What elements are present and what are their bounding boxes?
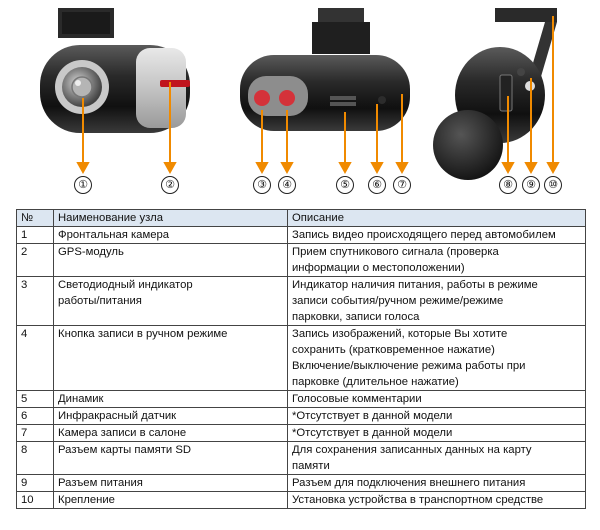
description-line: Индикатор наличия питания, работы в режи…	[292, 279, 538, 291]
description-line: памяти	[292, 460, 330, 472]
description-line: парковки, записи голоса	[292, 311, 420, 323]
callout-5: ⑤	[336, 176, 354, 194]
table-header-row: № Наименование узла Описание	[16, 209, 586, 227]
part-name: Разъем питания	[53, 474, 288, 492]
description-line: Прием спутникового сигнала (проверка	[292, 246, 499, 258]
device-illustration	[40, 8, 560, 180]
callout-2: ②	[161, 176, 179, 194]
back-view	[433, 8, 557, 180]
header-description: Описание	[287, 209, 586, 227]
row-number: 1	[16, 226, 54, 244]
callout-9: ⑨	[522, 176, 540, 194]
row-number: 4	[16, 325, 54, 391]
part-name: Динамик	[53, 390, 288, 408]
description-line: информации о местоположении)	[292, 262, 465, 274]
description-line: *Отсутствует в данной модели	[292, 427, 453, 439]
row-number: 7	[16, 424, 54, 442]
part-description: *Отсутствует в данной модели	[287, 424, 586, 442]
row-number: 5	[16, 390, 54, 408]
callout-8: ⑧	[499, 176, 517, 194]
row-number: 8	[16, 441, 54, 475]
callout-10: ⑩	[544, 176, 562, 194]
description-line: Запись изображений, которые Вы хотите	[292, 328, 508, 340]
description-line: *Отсутствует в данной модели	[292, 410, 453, 422]
part-description: Голосовые комментарии	[287, 390, 586, 408]
callout-leaders	[76, 16, 560, 175]
description-line: Установка устройства в транспортном сред…	[292, 494, 544, 506]
callout-7: ⑦	[393, 176, 411, 194]
side-view	[240, 8, 410, 131]
part-name: Инфракрасный датчик	[53, 407, 288, 425]
description-line: Голосовые комментарии	[292, 393, 422, 405]
callout-6: ⑥	[368, 176, 386, 194]
description-line: парковке (длительное нажатие)	[292, 376, 459, 388]
part-description: Запись видео происходящего перед автомоб…	[287, 226, 586, 244]
part-description: Прием спутникового сигнала (проверка инфо…	[287, 243, 586, 277]
row-number: 3	[16, 276, 54, 326]
callout-1: ①	[74, 176, 92, 194]
part-name: Фронтальная камера	[53, 226, 288, 244]
row-number: 10	[16, 491, 54, 509]
front-view	[40, 8, 190, 133]
description-line: сохранить (кратковременное нажатие)	[292, 344, 495, 356]
description-line: записи события/ручном режиме/режиме	[292, 295, 504, 307]
part-description: Установка устройства в транспортном сред…	[287, 491, 586, 509]
callout-3: ③	[253, 176, 271, 194]
row-number: 6	[16, 407, 54, 425]
part-name: Разъем карты памяти SD	[53, 441, 288, 475]
part-name: GPS-модуль	[53, 243, 288, 277]
description-line: Включение/выключение режима работы при	[292, 360, 526, 372]
description-line: Разъем для подключения внешнего питания	[292, 477, 526, 489]
part-description: Индикатор наличия питания, работы в режи…	[287, 276, 586, 326]
description-line: Для сохранения записанных данных на карт…	[292, 444, 532, 456]
part-name: Крепление	[53, 491, 288, 509]
part-name: Светодиодный индикатор работы/питания	[53, 276, 288, 326]
row-number: 9	[16, 474, 54, 492]
part-name: Кнопка записи в ручном режиме	[53, 325, 288, 391]
callout-4: ④	[278, 176, 296, 194]
part-description: Разъем для подключения внешнего питания	[287, 474, 586, 492]
description-line: Запись видео происходящего перед автомоб…	[292, 229, 556, 241]
device-figure: ① ② ③ ④ ⑤ ⑥ ⑦ ⑧ ⑨ ⑩	[0, 0, 600, 205]
row-number: 2	[16, 243, 54, 277]
header-part-name: Наименование узла	[53, 209, 288, 227]
header-number: №	[16, 209, 54, 227]
part-description: *Отсутствует в данной модели	[287, 407, 586, 425]
part-name: Камера записи в салоне	[53, 424, 288, 442]
part-description: Запись изображений, которые Вы хотите сох…	[287, 325, 586, 391]
part-description: Для сохранения записанных данных на карт…	[287, 441, 586, 475]
